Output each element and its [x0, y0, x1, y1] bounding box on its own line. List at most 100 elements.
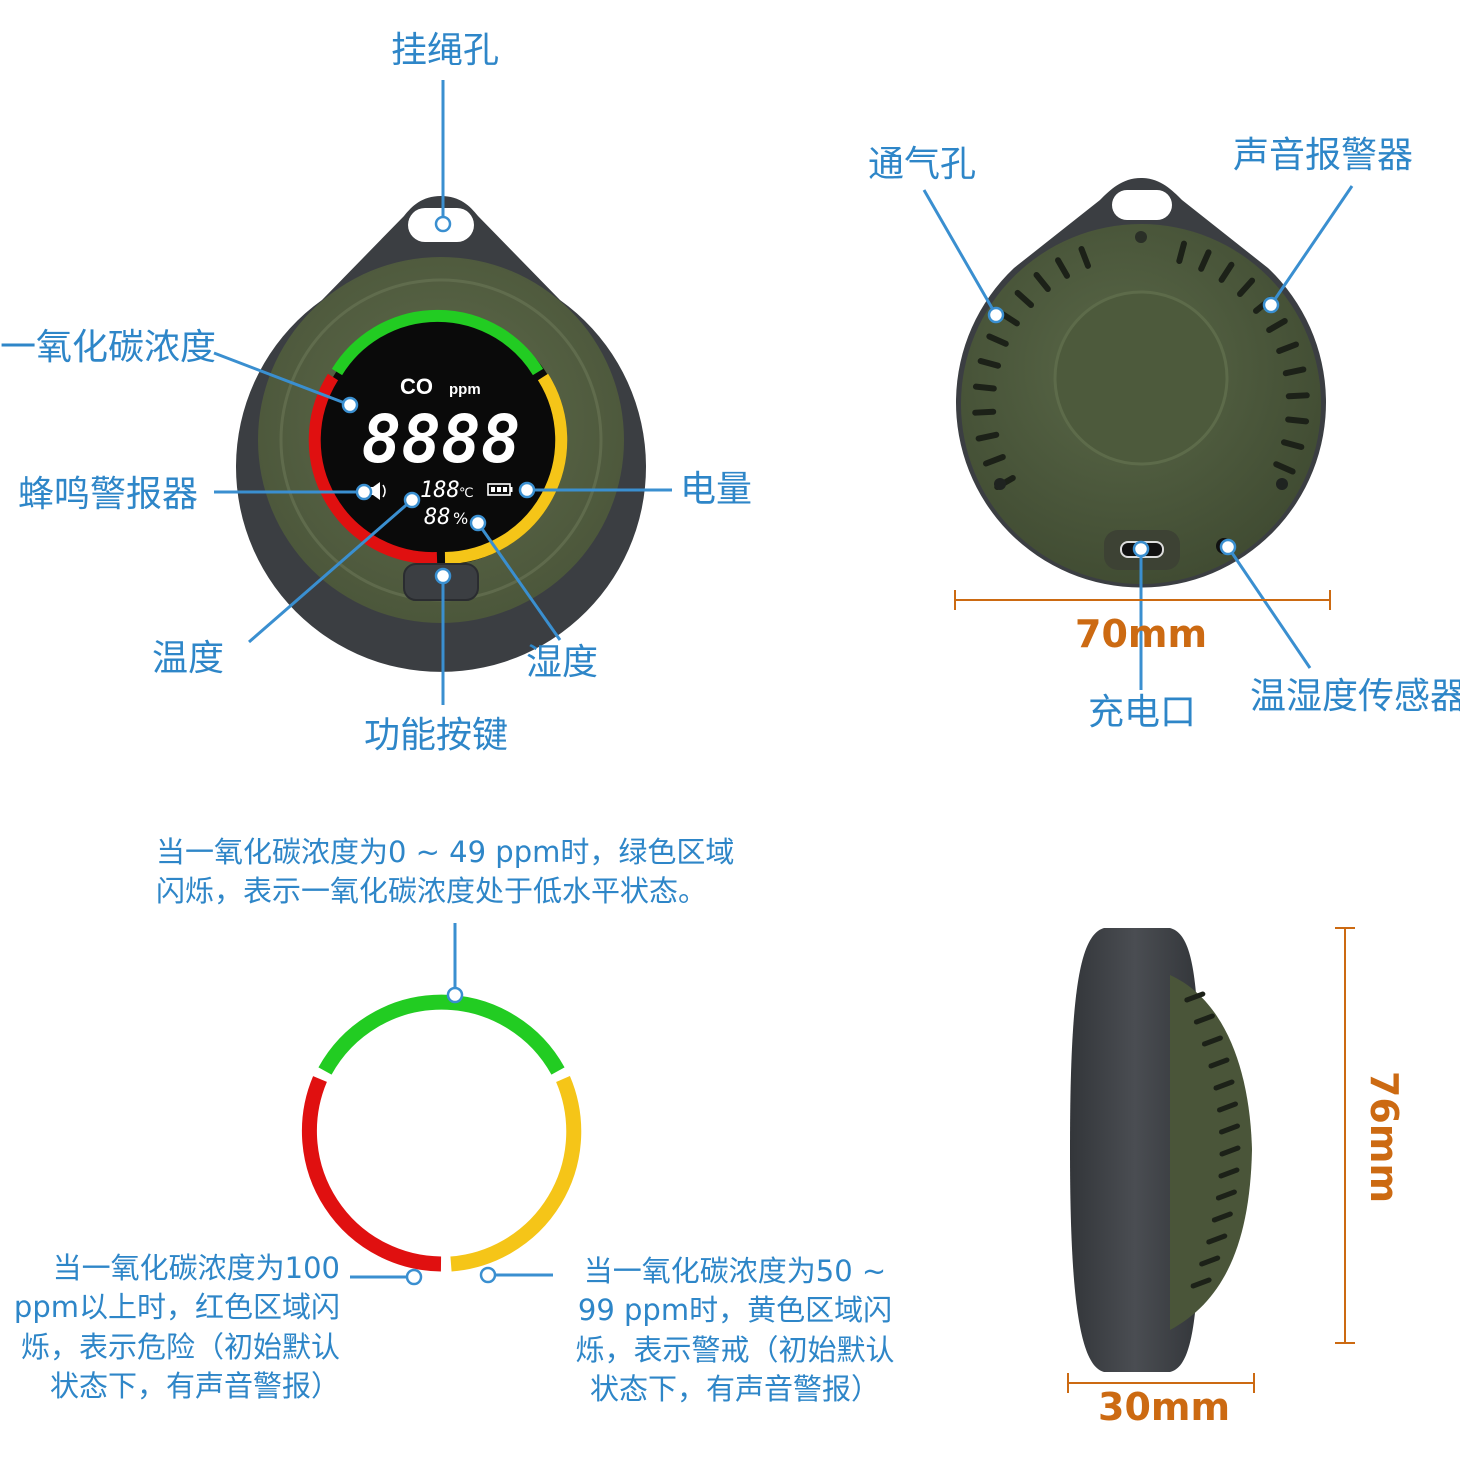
front-marker-dots	[341, 215, 536, 585]
side-vent-slot	[1190, 1277, 1212, 1289]
lcd-screen	[316, 315, 566, 565]
lcd-temp-unit: ℃	[459, 486, 474, 501]
label-temp-humidity-sensor: 温湿度传感器	[1250, 676, 1460, 717]
back-screw-left	[994, 478, 1006, 490]
lcd-unit-label: ppm	[449, 381, 481, 398]
note-red-line-4: 状态下，有声音警报）	[49, 1369, 340, 1404]
side-vent-slot	[1218, 1167, 1240, 1179]
vent-slot	[1198, 249, 1212, 272]
note-yellow-line-4: 状态下，有声音警报）	[589, 1372, 880, 1407]
lcd-ring-green-segment	[331, 309, 544, 376]
side-device	[1070, 928, 1252, 1372]
note-red-line-3: 烁，表示危险（初始默认	[20, 1329, 340, 1364]
side-vent-slot	[1211, 1211, 1233, 1223]
label-vent-holes: 通气孔	[868, 144, 977, 185]
note-green-zone: 当一氧化碳浓度为0 ~ 49 ppm时，绿色区域 闪烁，表示一氧化碳浓度处于低水…	[156, 833, 734, 912]
note-red-zone: 当一氧化碳浓度为100 ppm以上时，红色区域闪 烁，表示危险（初始默认 状态下…	[0, 1249, 340, 1407]
lcd-humidity-digits: 88	[424, 505, 451, 530]
back-marker-dots	[987, 296, 1280, 558]
ring-leader-lines	[350, 923, 553, 1279]
label-battery: 电量	[680, 469, 753, 510]
side-vent-slot	[1219, 1145, 1241, 1157]
back-lanyard-opening	[1112, 190, 1172, 220]
vent-slot	[975, 431, 1000, 442]
label-co-concentration: 一氧化碳浓度	[0, 327, 217, 368]
note-green-line-1: 当一氧化碳浓度为0 ~ 49 ppm时，绿色区域	[156, 835, 735, 869]
vent-slot	[1078, 246, 1091, 269]
width-dimension-line	[954, 590, 1331, 610]
note-yellow-line-2: 99 ppm时，黄色区域闪	[577, 1293, 893, 1328]
side-vent-slots	[1184, 991, 1241, 1289]
label-charging-port: 充电口	[1088, 692, 1197, 733]
front-device: CO ppm 8888 188 ℃ 88 %	[235, 196, 647, 672]
lcd-humidity-unit: %	[453, 509, 468, 528]
lcd-gas-label: CO	[400, 374, 433, 399]
ring-red-segment	[301, 1076, 442, 1272]
vent-slot	[1280, 439, 1305, 450]
side-vent-slot	[1218, 1123, 1240, 1135]
vent-slot	[1285, 416, 1310, 425]
side-vent-slot	[1206, 1233, 1228, 1245]
vent-slot	[1055, 257, 1070, 279]
side-vent-slot	[1201, 1035, 1223, 1047]
vent-slot	[998, 310, 1020, 327]
depth-dimension-line	[1067, 1373, 1255, 1393]
vent-slot	[1033, 271, 1051, 292]
vent-slot	[1237, 277, 1256, 298]
dimension-height: 76mm	[1362, 1070, 1407, 1204]
side-bumper	[1070, 928, 1200, 1372]
lcd-ring-yellow-segment	[444, 373, 568, 564]
lcd-ring-red-segment	[308, 373, 438, 565]
label-buzzer: 蜂鸣警报器	[18, 474, 199, 515]
vent-slot	[1218, 261, 1235, 283]
vent-slot	[977, 358, 1002, 369]
label-temperature: 温度	[152, 638, 225, 679]
side-vent-slot	[1199, 1255, 1221, 1267]
vent-slot	[1266, 318, 1288, 333]
vent-slot	[1282, 366, 1307, 377]
side-shell	[1170, 975, 1252, 1330]
dimension-width: 70mm	[1075, 612, 1208, 656]
back-screw-right	[1276, 478, 1288, 490]
back-device	[956, 178, 1326, 588]
side-vent-slot	[1208, 1057, 1230, 1069]
vent-slot	[1014, 289, 1035, 308]
label-humidity: 湿度	[526, 642, 599, 683]
label-sound-alarm: 声音报警器	[1233, 135, 1414, 176]
side-vent-slot	[1213, 1079, 1235, 1091]
note-red-line-2: ppm以上时，红色区域闪	[13, 1290, 340, 1325]
lcd-temp-digits: 188	[420, 478, 460, 503]
note-red-line-1: 当一氧化碳浓度为100	[52, 1251, 340, 1285]
lcd-co-digits: 8888	[362, 401, 521, 478]
note-green-line-2: 闪烁，表示一氧化碳浓度处于低水平状态。	[156, 874, 708, 909]
battery-icon	[487, 483, 513, 496]
back-leader-lines	[922, 185, 1354, 690]
back-center-plate	[1053, 290, 1229, 466]
note-yellow-line-3: 烁，表示警戒（初始默认	[575, 1332, 895, 1367]
ring-green-segment	[318, 994, 565, 1075]
vent-slot	[972, 383, 997, 392]
vent-slot	[1273, 461, 1296, 475]
side-vent-slot	[1215, 1189, 1237, 1201]
note-yellow-zone: 当一氧化碳浓度为50 ~ 99 ppm时，黄色区域闪 烁，表示警戒（初始默认 状…	[530, 1252, 940, 1410]
note-yellow-line-1: 当一氧化碳浓度为50 ~	[583, 1254, 887, 1288]
vent-slot	[1285, 392, 1310, 400]
label-function-button: 功能按键	[364, 715, 509, 756]
lcd-status-ring	[308, 309, 568, 565]
front-leader-lines	[213, 80, 672, 705]
vent-slot	[986, 333, 1009, 347]
side-vent-slot	[1217, 1101, 1238, 1113]
dimension-depth: 30mm	[1098, 1385, 1231, 1429]
vent-slots	[972, 240, 1310, 490]
side-vent-slot	[1184, 991, 1206, 1003]
vent-slot	[972, 408, 997, 416]
vent-slot	[983, 454, 1006, 467]
vent-slot	[1176, 240, 1187, 265]
ring-yellow-segment	[450, 1076, 582, 1272]
height-dimension-line	[1335, 927, 1355, 1344]
label-lanyard-hole: 挂绳孔	[390, 30, 499, 71]
back-screw-top	[1135, 231, 1147, 243]
vent-slot	[1276, 341, 1299, 354]
ring-marker-dots	[405, 986, 497, 1286]
